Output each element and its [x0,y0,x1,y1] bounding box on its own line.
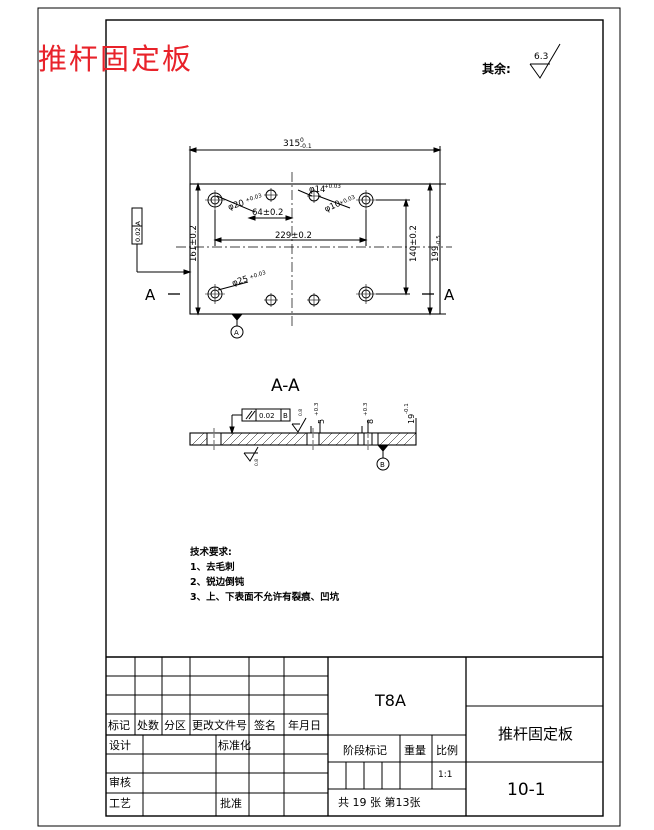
svg-text:-0.5: -0.5 [436,235,442,246]
title-block-text: 标记 处数 分区 更改文件号 签名 年月日 设计 标准化 审核 工艺 批准 T8… [108,691,573,810]
surface-finish-symbol [529,43,561,79]
drawing-title-red: 推杆固定板 [38,42,194,76]
datum-b-label: B [380,461,385,469]
datum-a-label: A [234,329,239,337]
svg-text:标准化: 标准化 [218,738,251,752]
svg-text:φ14: φ14 [309,185,325,195]
svg-text:+0.03: +0.03 [338,194,356,207]
svg-text:+0.03: +0.03 [249,270,267,281]
svg-text:重量: 重量 [404,743,426,757]
svg-text:φ25: φ25 [231,274,250,289]
technical-requirements: 技术要求: 1、去毛刺 2、锐边倒钝 3、上、下表面不允许有裂痕、凹坑 [190,545,339,605]
svg-text:签名: 签名 [254,718,276,732]
section-view-text: A-A 0.02 B 5 +0.3 8 +0.3 19 -0.1 0.8 0.8… [254,376,416,469]
section-body [189,432,417,446]
svg-text:19: 19 [407,414,416,424]
svg-text:0.02: 0.02 [259,412,275,420]
tech-item-2: 2、锐边倒钝 [190,577,245,588]
svg-text:阶段标记: 阶段标记 [343,743,387,757]
svg-text:设计: 设计 [109,739,131,752]
part-name-text: 推杆固定板 [498,725,573,743]
dim-overall-width: 315 [283,139,300,149]
tech-heading: 技术要求: [190,547,232,558]
svg-text:比例: 比例 [436,743,458,757]
svg-text:+0.03: +0.03 [324,184,341,190]
sheet-info-text: 共 19 张 第13张 [338,795,420,809]
svg-text:1:1: 1:1 [438,770,452,780]
tolerance-frame-text: 0.02 A [134,220,142,242]
svg-text:工艺: 工艺 [109,797,131,810]
plan-view [131,146,452,339]
outer-border [37,7,621,827]
svg-text:+0.3: +0.3 [314,402,320,416]
svg-text:标记: 标记 [108,718,130,732]
svg-text:-0.1: -0.1 [300,143,312,150]
dim-hole-pitch-small: 64±0.2 [252,208,283,218]
svg-text:B: B [283,412,288,420]
section-mark-left: A [145,286,156,304]
svg-text:批准: 批准 [220,796,242,810]
svg-text:审核: 审核 [109,775,131,789]
section-view [189,408,417,471]
section-title: A-A [271,376,300,396]
tech-item-3: 3、上、下表面不允许有裂痕、凹坑 [190,592,340,603]
drawing-number-text: 10-1 [507,780,546,800]
svg-text:年月日: 年月日 [288,718,321,732]
dim-overall-height: 199 [431,246,441,262]
title-block [106,656,603,816]
dim-hole-pitch-y-left: 161±0.2 [189,225,199,262]
svg-text:+0.3: +0.3 [363,402,369,416]
svg-text:8: 8 [366,419,375,424]
svg-text:0.8: 0.8 [254,459,260,466]
tech-item-1: 1、去毛刺 [190,562,235,573]
svg-text:处数: 处数 [137,719,159,732]
surface-finish-value: 6.3 [534,52,549,62]
svg-text:-0.1: -0.1 [404,403,410,414]
svg-text:+0.03: +0.03 [245,193,263,204]
material-text: T8A [374,691,406,710]
svg-text:更改文件号: 更改文件号 [192,718,247,732]
svg-text:分区: 分区 [164,719,186,732]
svg-text:5: 5 [317,419,326,424]
surface-finish-label: 其余: [482,62,511,76]
section-mark-right: A [444,286,455,304]
dim-hole-pitch-y: 140±0.2 [409,225,419,262]
dim-hole-pitch-x: 229±0.2 [275,231,312,241]
inner-border [105,19,604,817]
plan-view-text: 315 0 -0.1 229±0.2 64±0.2 φ20 +0.03 φ14 … [134,137,455,337]
svg-text:0: 0 [300,137,304,144]
svg-text:0.8: 0.8 [298,409,304,416]
svg-text:φ20: φ20 [227,198,246,213]
plate-outline [189,183,441,315]
